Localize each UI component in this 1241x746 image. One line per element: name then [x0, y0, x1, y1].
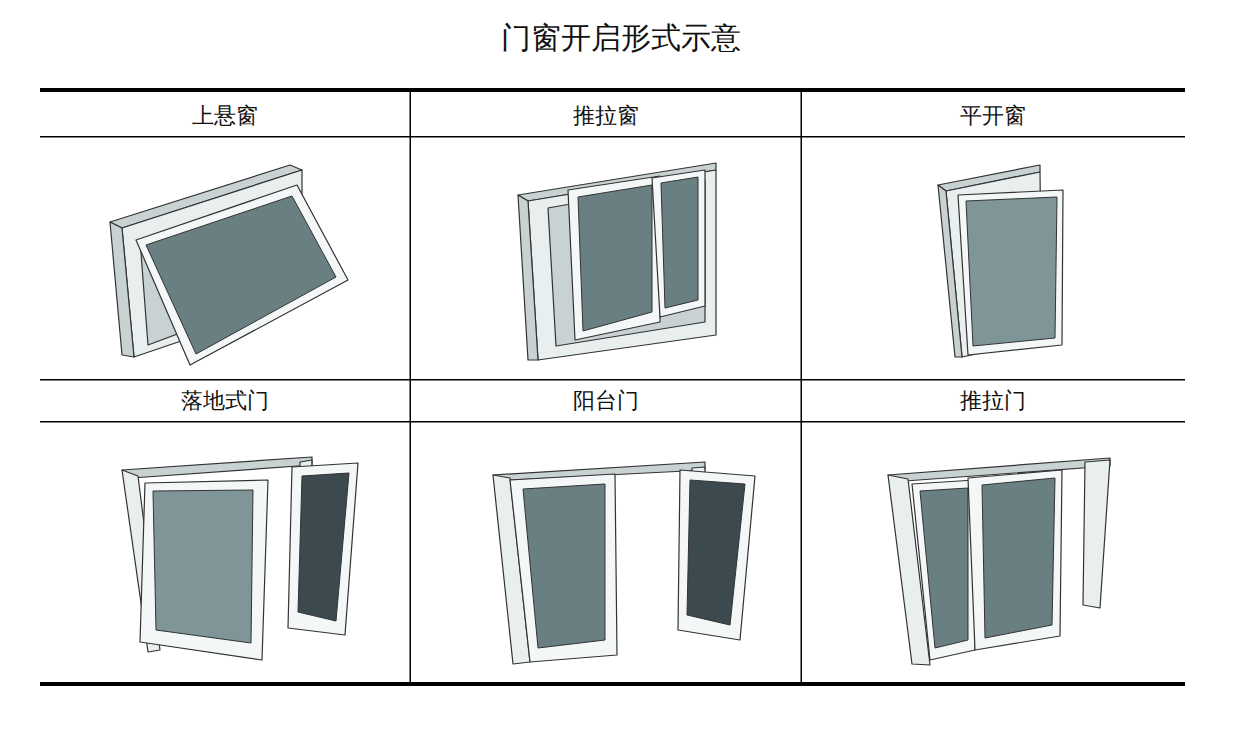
diagram-title: 门窗开启形式示意 — [0, 18, 1241, 59]
casement-window — [938, 165, 1063, 357]
sliding-door — [888, 458, 1110, 665]
top-hung-window — [110, 165, 348, 365]
table-cell: 推拉窗 — [573, 101, 639, 131]
french-door — [122, 457, 358, 660]
table-cell: 落地式门 — [181, 386, 269, 416]
balcony-door — [493, 462, 755, 664]
table-cell: 推拉门 — [960, 386, 1026, 416]
sliding-window — [518, 163, 716, 360]
table-cell: 阳台门 — [573, 386, 639, 416]
table-cell: 上悬窗 — [192, 101, 258, 131]
table-cell: 平开窗 — [960, 101, 1026, 131]
table-rules — [40, 88, 1185, 686]
